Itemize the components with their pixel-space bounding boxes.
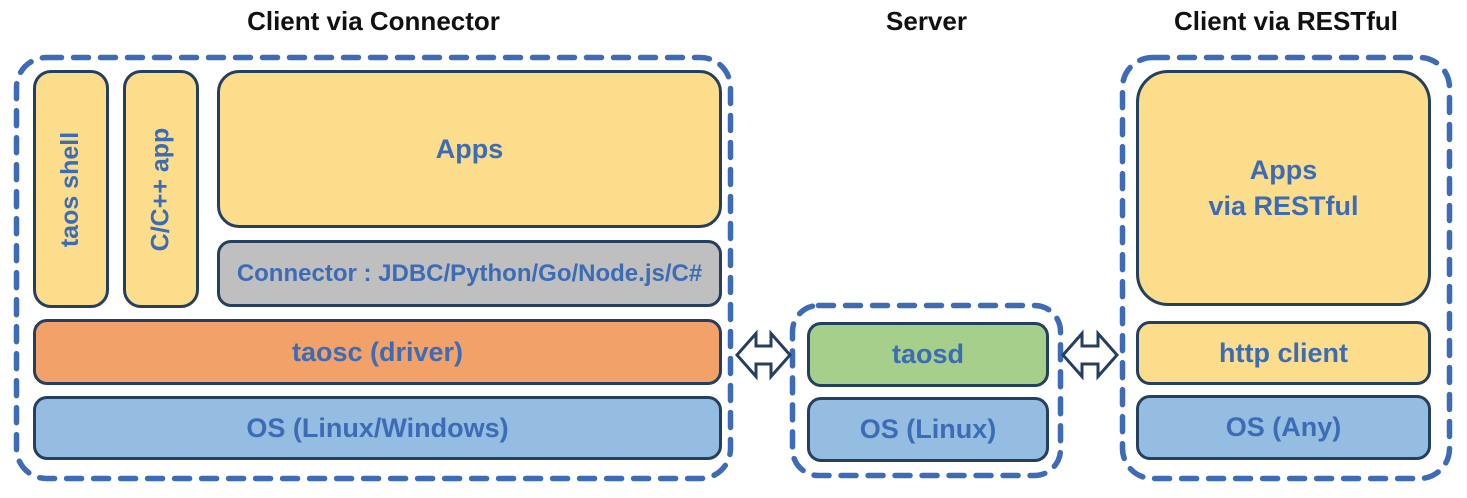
box-label-http-client: http client [1219,337,1348,368]
box-os-linux: OS (Linux) [807,397,1049,462]
box-connector: Connector : JDBC/Python/Go/Node.js/C# [217,240,722,307]
box-label-taosc-driver: taosc (driver) [291,336,464,367]
box-label-os-any: OS (Any) [1225,412,1342,442]
box-cpp-app: C/C++ app [123,70,199,308]
box-label-taosd: taosd [891,339,964,369]
box-taos-shell: taos shell [33,70,109,308]
box-os-any: OS (Any) [1136,395,1431,460]
bidirectional-arrow-icon [1060,329,1120,381]
group-title-client-via-connector: Client via Connector [247,6,500,36]
box-taosd: taosd [807,322,1049,387]
box-label-os-linux-windows: OS (Linux/Windows) [246,412,509,443]
box-apps-via-restful: Apps via RESTful [1136,70,1431,306]
box-label-connector: Connector : JDBC/Python/Go/Node.js/C# [236,259,703,287]
box-taosc-driver: taosc (driver) [33,319,722,385]
box-label-taos-shell: taos shell [56,131,85,247]
box-label-apps: Apps [435,133,504,164]
bidirectional-arrow-icon [734,329,793,381]
box-apps: Apps [217,70,722,228]
box-label-apps-via-restful: Apps via RESTful [1208,154,1359,221]
box-http-client: http client [1136,321,1431,385]
box-label-os-linux: OS (Linux) [859,414,997,444]
box-label-cpp-app: C/C++ app [146,127,175,251]
group-title-client-via-restful: Client via RESTful [1174,6,1398,36]
group-title-server: Server [886,6,967,36]
box-os-linux-windows: OS (Linux/Windows) [33,396,722,460]
